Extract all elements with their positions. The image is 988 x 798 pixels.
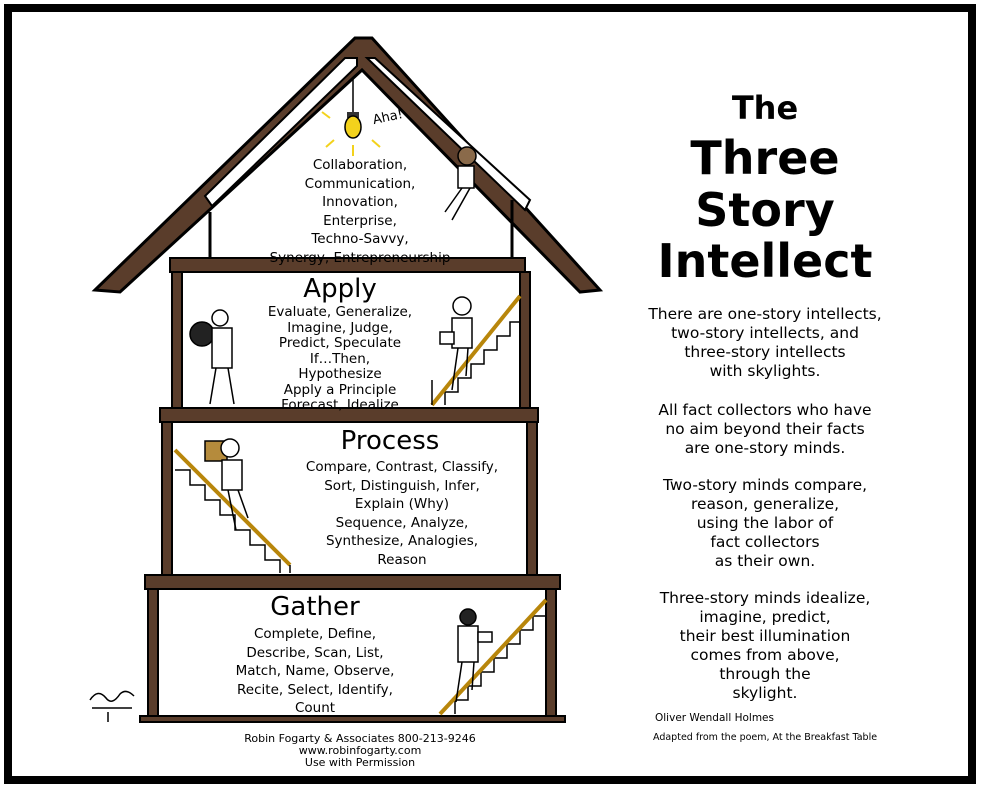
heading-story: Story [695, 183, 835, 237]
process-word: Compare, Contrast, Classify, [305, 459, 499, 475]
gather-story-title: Gather [270, 592, 360, 622]
apply-story-title: Apply [303, 274, 377, 304]
poem-line: using the labor of [696, 514, 834, 532]
apply-word: Apply a Principle [283, 381, 397, 398]
heading-three: Three [690, 131, 840, 185]
child-climbing-apply-figure [439, 296, 473, 391]
gather-word: Count [294, 700, 336, 716]
poem-line: their best illumination [679, 627, 851, 645]
apply-staircase [430, 294, 522, 407]
poem-line: There are one-story intellects, [648, 305, 882, 323]
attic-floor-beam [169, 257, 526, 273]
gather-left-wall [147, 588, 159, 717]
apply-word: If…Then, [309, 350, 371, 367]
poem-paragraph-1: There are one-story intellects,two-story… [600, 305, 930, 381]
apply-word-list: Evaluate, Generalize,Imagine, Judge,Pred… [225, 304, 455, 414]
process-staircase [173, 448, 292, 573]
poem-line: Three-story minds idealize, [659, 589, 871, 607]
apply-word: Forecast, Idealize [281, 397, 399, 413]
apply-word: Evaluate, Generalize, [267, 304, 413, 320]
gather-word: Complete, Define, [253, 626, 376, 642]
gather-word: Match, Name, Observe, [235, 663, 395, 679]
poem-line: fact collectors [710, 533, 820, 551]
process-word: Sort, Distinguish, Infer, [324, 477, 480, 494]
process-right-wall [526, 421, 538, 576]
attic-word: Innovation, [322, 194, 398, 210]
process-word: Explain (Why) [354, 496, 450, 512]
apply-word: Imagine, Judge, [287, 319, 393, 336]
apply-word: Predict, Speculate [278, 335, 402, 351]
artist-signature [89, 690, 135, 722]
poem-line: All fact collectors who have [658, 401, 872, 419]
poem-line: comes from above, [690, 646, 840, 664]
process-left-wall [161, 421, 173, 576]
poem-paragraph-4: Three-story minds idealize,imagine, pred… [600, 589, 930, 703]
roof [91, 36, 604, 294]
heading-the: The [731, 89, 799, 127]
poem-line: imagine, predict, [699, 608, 831, 626]
child-climbing-gather-figure [455, 608, 493, 703]
process-word: Synthesize, Analogies, [325, 533, 479, 549]
poem-line: two-story intellects, and [671, 324, 859, 342]
apply-word: Hypothesize [298, 366, 382, 382]
process-word-list: Compare, Contrast, Classify, Sort, Distin… [262, 458, 542, 569]
gather-staircase [438, 598, 548, 716]
poem-line: three-story intellects [684, 343, 846, 361]
process-word: Sequence, Analyze, [335, 514, 469, 531]
apply-right-wall [519, 271, 531, 409]
credit-text-line: Robin Fogarty & Associates 800-213-9246 [244, 732, 476, 745]
gather-word-list: Complete, Define, Describe, Scan, List, Ma… [190, 625, 440, 718]
poem-line: with skylights. [709, 362, 821, 380]
gather-right-wall [545, 588, 557, 717]
child-with-globe-figure [189, 309, 235, 405]
apply-left-wall [171, 271, 183, 409]
poem-line: through the [719, 665, 811, 683]
poem-line: as their own. [714, 552, 816, 570]
attribution-source: Adapted from the poem, At the Breakfast … [653, 732, 878, 743]
attic-word: Synergy, Entrepreneurship [269, 249, 451, 266]
poem-line: reason, generalize, [690, 495, 840, 513]
poster-frame [4, 4, 976, 784]
attic-word: Collaboration, [312, 157, 408, 173]
poem-paragraph-3: Two-story minds compare,reason, generali… [600, 476, 930, 571]
gather-word: Recite, Select, Identify, [237, 681, 393, 698]
child-on-roof-figure [444, 146, 477, 221]
attribution-author: Oliver Wendall Holmes [655, 712, 774, 724]
poem-line: no aim beyond their facts [665, 420, 865, 438]
poem-line: are one-story minds. [684, 439, 846, 457]
credit-text-line: www.robinfogarty.com [298, 744, 422, 757]
process-word: Reason [377, 551, 427, 568]
attic-word: Enterprise, [323, 212, 397, 229]
poem-line: Two-story minds compare, [662, 476, 868, 494]
apply-floor-beam [159, 407, 539, 423]
ground-beam [139, 715, 566, 723]
gather-word: Describe, Scan, List, [246, 644, 384, 661]
heading-intellect: Intellect [657, 234, 873, 288]
poem-line: skylight. [732, 684, 798, 702]
attic-word: Techno-Savvy, [311, 231, 409, 247]
process-story-title: Process [340, 426, 440, 456]
attic-word-list: Collaboration, Communication, Innovation, E… [212, 156, 508, 267]
light-bulb-icon [321, 78, 381, 156]
credit-text-line: Use with Permission [304, 756, 416, 769]
child-carrying-books-figure [204, 438, 249, 531]
process-floor-beam [144, 574, 561, 590]
attic-word: Communication, [304, 175, 416, 192]
